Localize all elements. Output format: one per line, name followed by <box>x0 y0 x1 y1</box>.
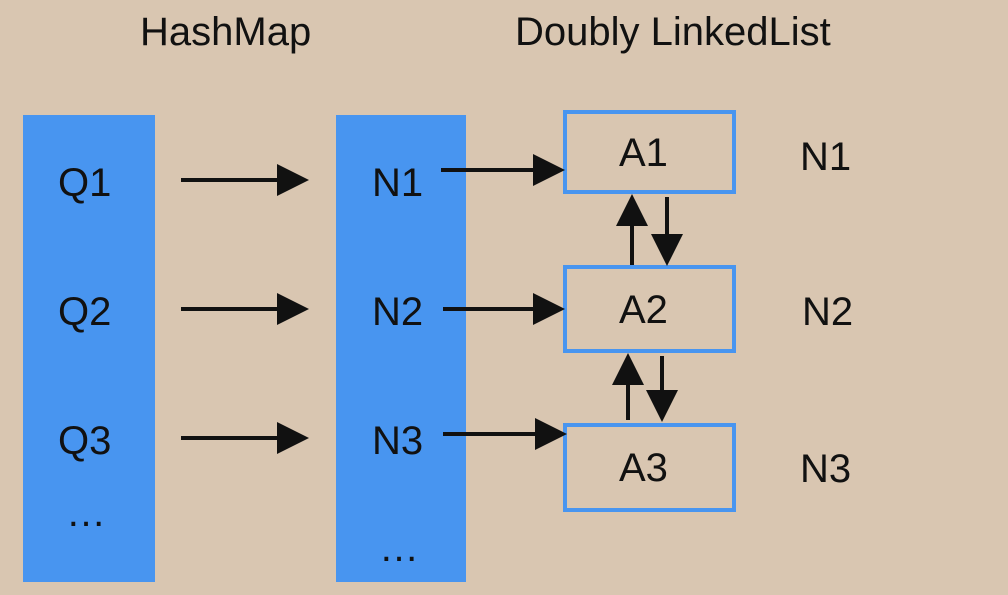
hashmap-title: HashMap <box>140 10 312 54</box>
node-ref-n2: N2 <box>372 290 424 334</box>
linked-list-title: Doubly LinkedList <box>515 10 831 54</box>
list-node-a3-box <box>563 423 736 512</box>
node-ref-n1: N1 <box>372 161 424 205</box>
hashmap-keys-column <box>23 115 155 582</box>
key-q2: Q2 <box>58 290 112 334</box>
list-node-n2-label: N2 <box>802 290 854 334</box>
list-node-n1-label: N1 <box>800 135 852 179</box>
list-node-a2-value: A2 <box>619 288 668 332</box>
list-node-a3-value: A3 <box>619 446 668 490</box>
list-node-n3-label: N3 <box>800 447 852 491</box>
key-q1: Q1 <box>58 161 112 205</box>
list-node-a1-box <box>563 110 736 194</box>
node-ref-n3: N3 <box>372 419 424 463</box>
list-node-a2-box <box>563 265 736 353</box>
key-ellipsis: … <box>66 491 106 535</box>
list-node-a1-value: A1 <box>619 131 668 175</box>
key-q3: Q3 <box>58 419 112 463</box>
node-ref-ellipsis: … <box>379 526 419 570</box>
hashmap-node-refs-column <box>336 115 466 582</box>
